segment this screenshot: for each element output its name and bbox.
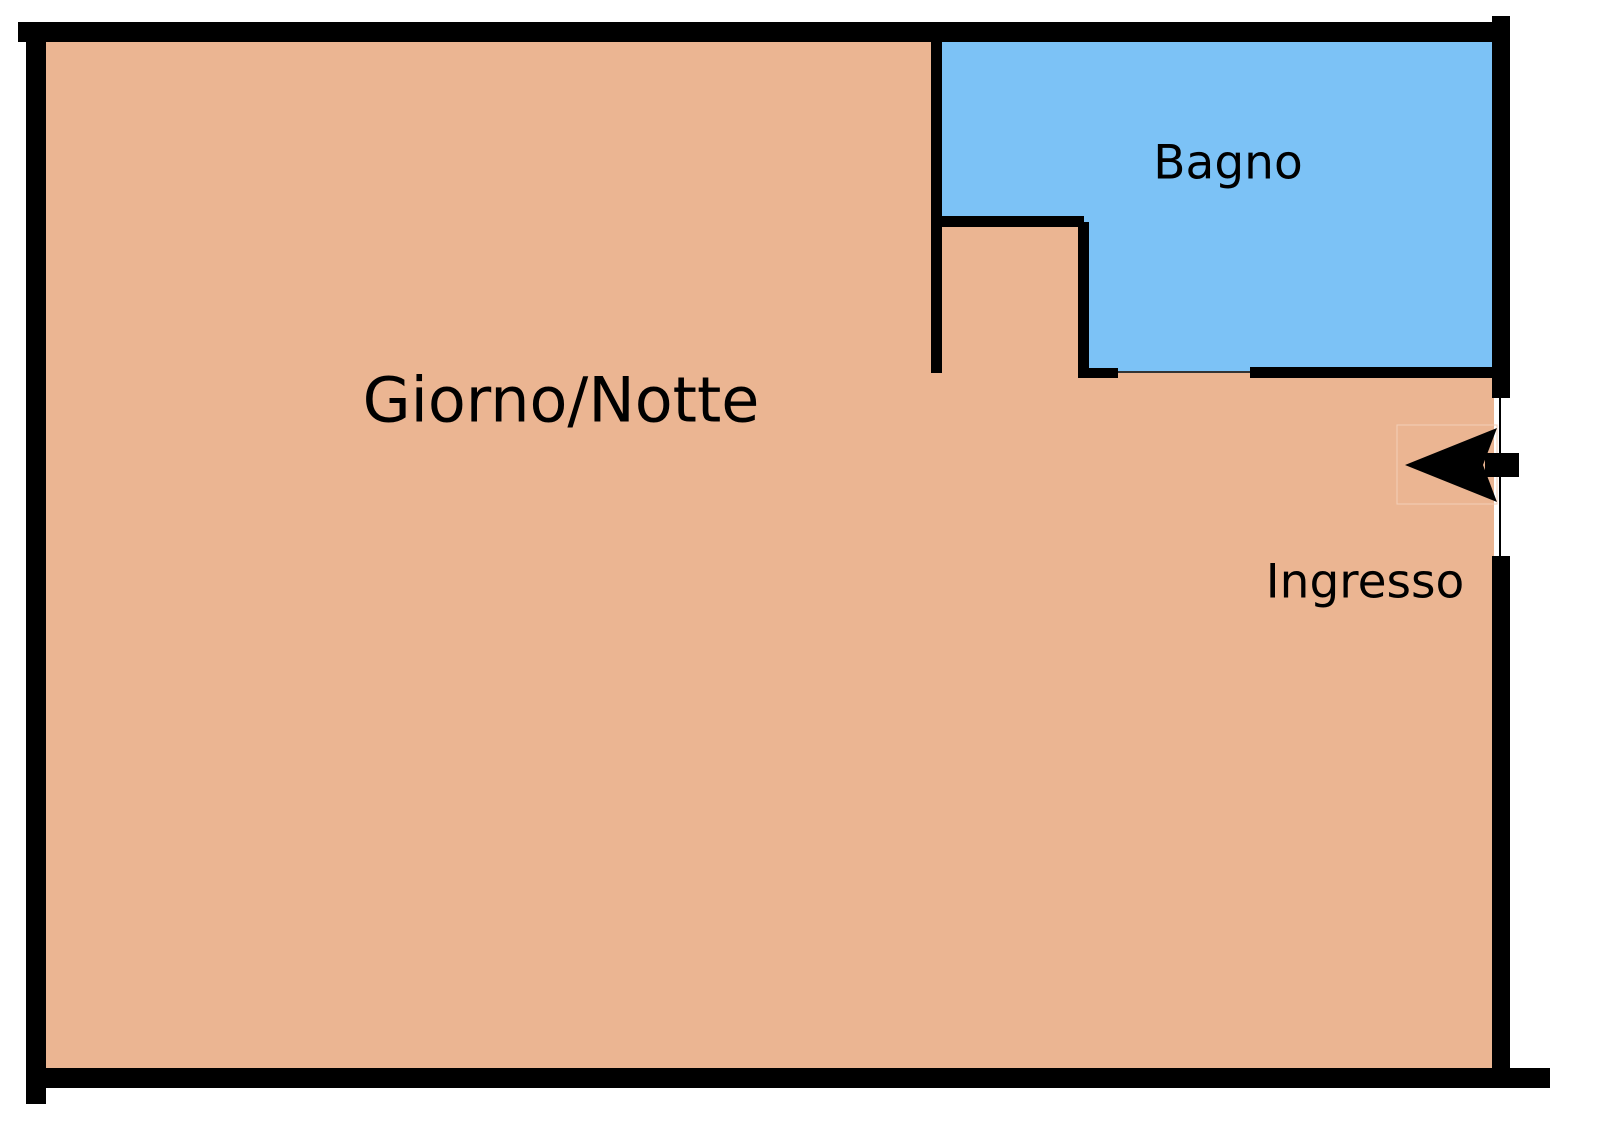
bagno-door-line (1118, 371, 1250, 373)
wall-bottom (26, 1068, 1550, 1088)
wall-bagno-notch-side (1078, 222, 1089, 378)
room-label-bagno: Bagno (1153, 135, 1303, 191)
wall-right-lower (1492, 556, 1510, 1070)
wall-top (18, 22, 1510, 42)
entrance-arrow-icon (1396, 424, 1519, 505)
wall-bagno-notch-top (942, 216, 1084, 227)
wall-left (26, 22, 46, 1104)
wall-right-upper (1492, 16, 1510, 398)
room-bagno-floor (942, 42, 1494, 372)
room-label-giorno-notte: Giorno/Notte (362, 363, 760, 437)
room-label-ingresso: Ingresso (1265, 554, 1465, 610)
wall-bagno-bottom-a (1084, 368, 1118, 378)
wall-bagno-left (931, 42, 942, 373)
wall-bagno-bottom-b (1250, 367, 1494, 378)
